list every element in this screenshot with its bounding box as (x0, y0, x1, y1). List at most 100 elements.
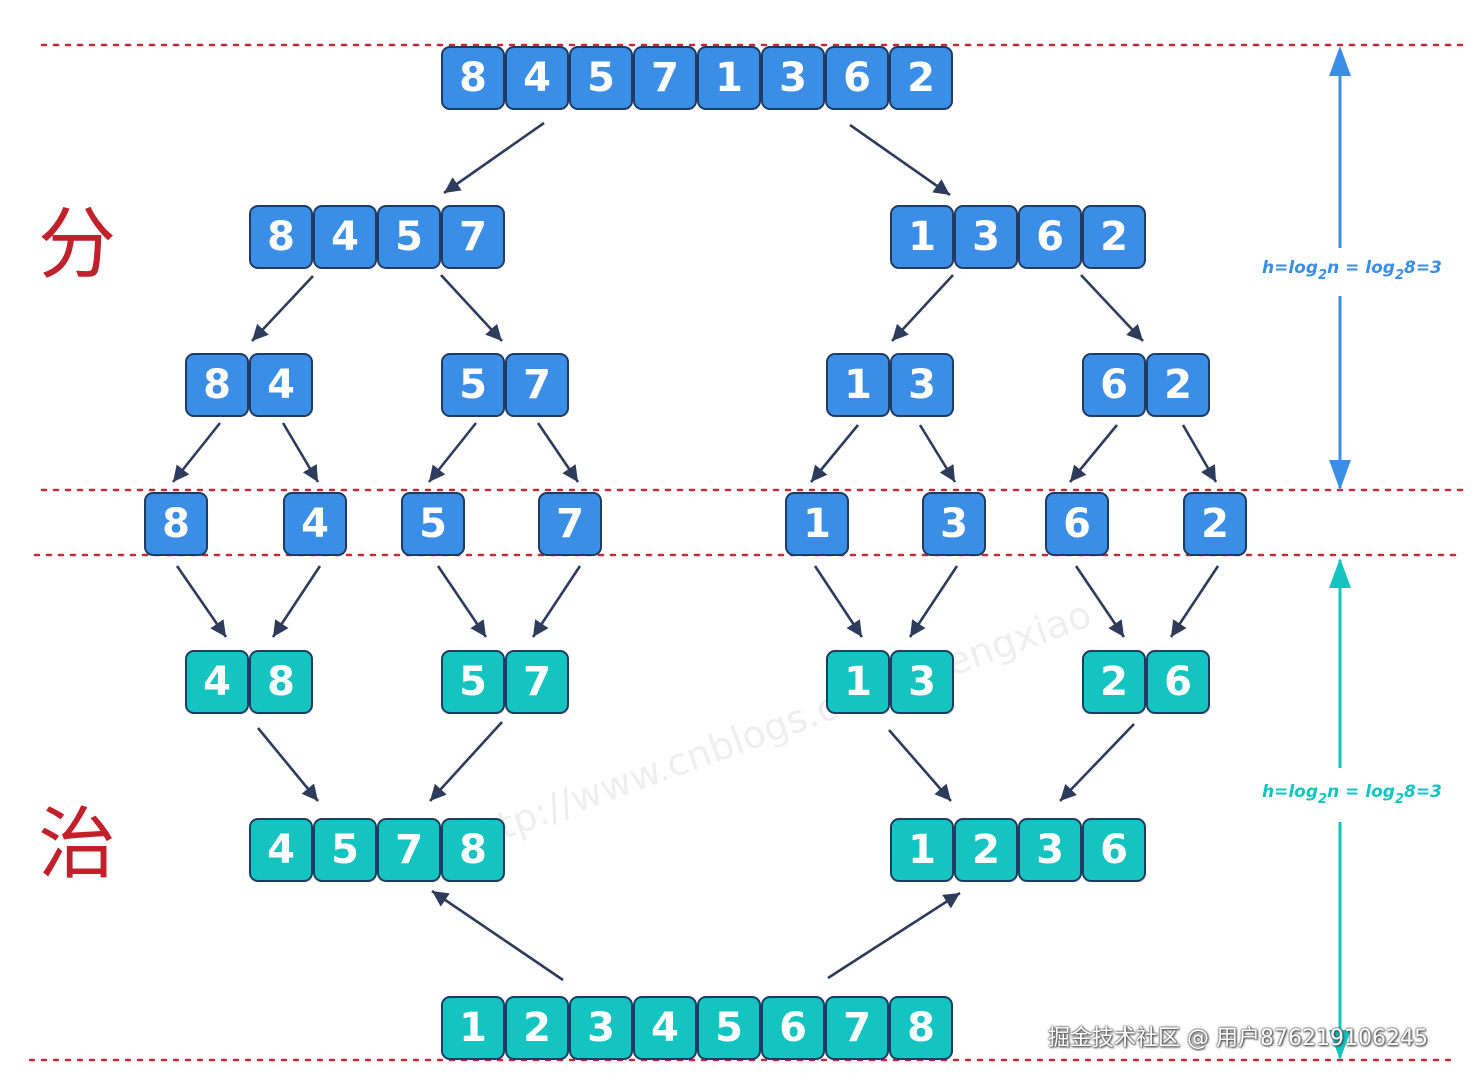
flow-arrowhead (942, 893, 960, 909)
array-cell: 4 (185, 650, 249, 714)
array-cell: 7 (505, 353, 569, 417)
array-cell: 5 (441, 650, 505, 714)
array-cell: 5 (441, 353, 505, 417)
divide-height-text-2: n = log (1327, 258, 1395, 278)
flow-arrow (827, 891, 961, 980)
array-cell: 3 (1018, 818, 1082, 882)
array-cell: 8 (441, 46, 505, 110)
array-cell: 4 (283, 492, 347, 556)
flow-arrowhead (910, 619, 926, 637)
array-cell: 7 (441, 205, 505, 269)
height-arrows (1329, 46, 1351, 1060)
credit-text: 掘金技术社区 @ 用户876219106245 (1048, 1026, 1428, 1051)
flow-arrowhead (301, 783, 318, 801)
array-cell: 2 (954, 818, 1018, 882)
array-cell: 1 (826, 650, 890, 714)
conquer-height-label: h=log2n = log28=3 (1262, 780, 1442, 809)
array-cell: 5 (313, 818, 377, 882)
array-cell: 1 (890, 205, 954, 269)
array-cell: 7 (538, 492, 602, 556)
array-cell: 3 (890, 353, 954, 417)
array-cell: 2 (1183, 492, 1247, 556)
flow-arrowhead (939, 464, 955, 482)
flow-arrowhead (1201, 464, 1216, 482)
flow-arrowhead (1171, 619, 1187, 637)
flow-arrowhead (173, 464, 190, 482)
array-cell: 2 (1082, 205, 1146, 269)
flow-arrowhead (430, 783, 447, 801)
array-cell: 4 (249, 353, 313, 417)
flow-arrowhead (1060, 783, 1077, 801)
flow-arrowhead (892, 323, 909, 341)
array-cell: 8 (889, 996, 953, 1060)
flow-arrowhead (302, 464, 318, 482)
array-cell: 7 (377, 818, 441, 882)
flow-arrowhead (273, 619, 289, 637)
flow-arrowhead (533, 619, 549, 637)
flow-arrowhead (562, 464, 578, 482)
flow-arrowhead (1108, 619, 1124, 637)
flow-arrow (443, 121, 545, 195)
conquer-height-arrowhead-bottom (1329, 1030, 1351, 1060)
array-cell: 5 (401, 492, 465, 556)
array-cell: 6 (1146, 650, 1210, 714)
conquer-height-text-3: 8=3 (1403, 782, 1442, 802)
array-cell: 6 (1045, 492, 1109, 556)
array-cell: 1 (826, 353, 890, 417)
array-cell: 2 (505, 996, 569, 1060)
flow-arrowhead (1070, 464, 1087, 482)
flow-arrowhead (932, 179, 950, 195)
array-cell: 1 (890, 818, 954, 882)
array-cell: 6 (1082, 353, 1146, 417)
array-cell: 8 (185, 353, 249, 417)
array-cell: 3 (922, 492, 986, 556)
array-cell: 3 (569, 996, 633, 1060)
conquer-height-sub-1: 2 (1318, 792, 1328, 807)
flow-arrow (431, 889, 564, 982)
array-cell: 4 (249, 818, 313, 882)
flow-arrowhead (470, 619, 486, 637)
array-cell: 8 (249, 650, 313, 714)
array-cell: 8 (441, 818, 505, 882)
divide-height-arrowhead-top (1329, 46, 1351, 76)
split-merge-arrows (171, 121, 1220, 982)
divide-height-label: h=log2n = log28=3 (1262, 256, 1442, 285)
divide-height-arrowhead-bottom (1329, 460, 1351, 490)
array-cell: 3 (890, 650, 954, 714)
conquer-height-text-2: n = log (1327, 782, 1395, 802)
array-cell: 6 (825, 46, 889, 110)
array-cell: 4 (313, 205, 377, 269)
array-cell: 7 (505, 650, 569, 714)
flow-arrowhead (934, 783, 951, 801)
array-cell: 5 (697, 996, 761, 1060)
flow-arrowhead (846, 619, 862, 637)
array-cell: 2 (889, 46, 953, 110)
array-cell: 6 (1018, 205, 1082, 269)
array-cell: 6 (1082, 818, 1146, 882)
divide-height-sub-2: 2 (1394, 268, 1404, 283)
conquer-height-arrowhead-top (1329, 558, 1351, 588)
divide-height-text-3: 8=3 (1403, 258, 1442, 278)
array-cell: 7 (825, 996, 889, 1060)
flow-arrow (429, 721, 503, 802)
conquer-height-sub-2: 2 (1394, 792, 1404, 807)
flow-arrowhead (429, 464, 446, 482)
array-cell: 5 (569, 46, 633, 110)
flow-arrow (849, 123, 951, 197)
flow-arrowhead (210, 619, 226, 637)
array-cell: 4 (505, 46, 569, 110)
divide-height-sub-1: 2 (1318, 268, 1328, 283)
array-cell: 8 (144, 492, 208, 556)
flow-arrowhead (811, 464, 828, 482)
flow-arrowhead (444, 177, 462, 193)
flow-arrowhead (252, 323, 269, 341)
array-cell: 7 (633, 46, 697, 110)
array-cell: 2 (1146, 353, 1210, 417)
flow-arrow (1059, 723, 1135, 802)
array-cell: 8 (249, 205, 313, 269)
array-cell: 5 (377, 205, 441, 269)
conquer-label: 治 (38, 800, 117, 890)
array-cell: 1 (441, 996, 505, 1060)
